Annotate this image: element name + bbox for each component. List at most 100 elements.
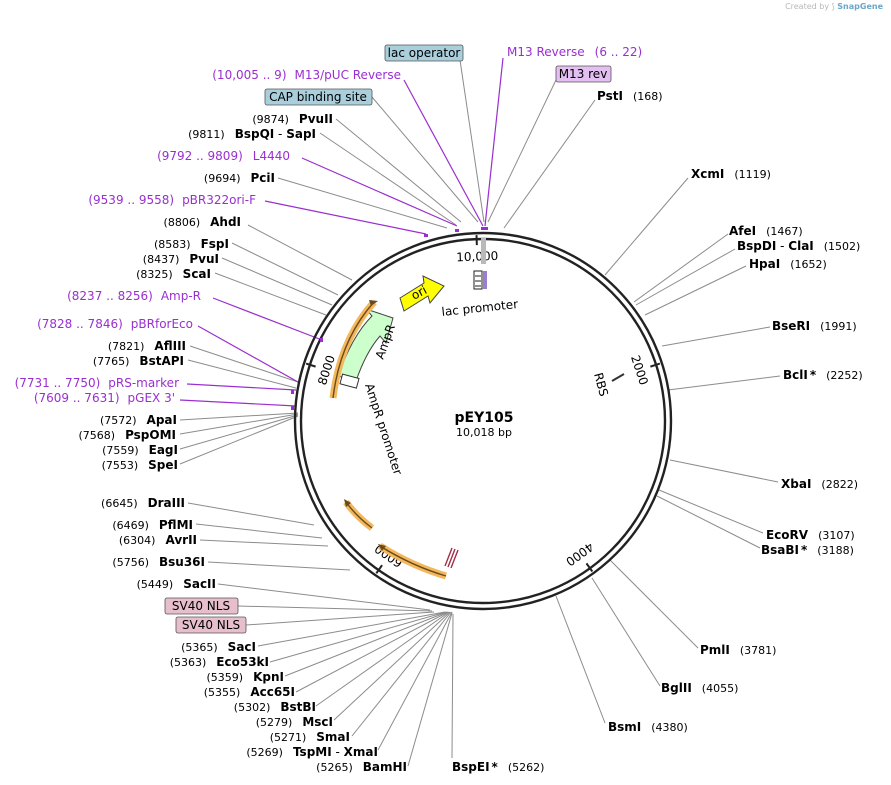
primer-m13-reverse: M13 Reverse(6 .. 22) — [507, 45, 642, 59]
leader-bsabi — [656, 495, 761, 549]
leader-pbrforeco — [197, 325, 299, 383]
m13-rev-box: M13 rev — [559, 67, 608, 81]
leader-afei — [633, 233, 729, 303]
site-bsmi: BsmI(4380) — [608, 720, 688, 734]
leader-bglii — [591, 577, 661, 687]
site-ecorv: EcoRV(3107) — [766, 528, 855, 542]
site-bamhi: (5265)BamHI — [316, 760, 407, 774]
primer-amp-r: (8237 .. 8256)Amp-R — [67, 289, 201, 303]
site-kpni: (5359)KpnI — [207, 670, 284, 684]
site-tspmi: (5269)TspMI - XmaI — [246, 745, 378, 759]
lac-promoter-marks — [473, 238, 487, 290]
site-afliii: (7821)AflIII — [108, 339, 186, 353]
leader-bstbi — [315, 611, 450, 707]
leader-eagi — [179, 414, 299, 450]
site-xbai: XbaI(2822) — [781, 477, 858, 491]
leader-bspqi — [319, 132, 457, 226]
left-restriction-sites: (9874)PvuII(9811)BspQI - SapI(9694)PciI(… — [78, 112, 407, 774]
credit-prefix: Created by — [785, 2, 830, 11]
site-eagi: (7559)EagI — [102, 443, 178, 457]
leader-psti — [503, 99, 596, 229]
tick-label: 2000 — [628, 353, 651, 386]
site-apai: (7572)ApaI — [100, 413, 177, 427]
leader-pbr322ori — [264, 200, 427, 235]
site-pvui: (8437)PvuI — [143, 252, 219, 266]
leader-msci — [333, 611, 451, 721]
leader-pvui — [221, 257, 333, 306]
leader-lines — [179, 57, 781, 767]
site-psti: PstI(168) — [597, 89, 663, 103]
leader-tspmi — [377, 611, 453, 751]
site-bspei: BspEI*(5262) — [452, 760, 544, 774]
primer-marks — [291, 227, 488, 410]
leader-eco53ki — [269, 611, 447, 663]
primer-pbrforeco: (7828 .. 7846)pBRforEco — [37, 317, 193, 331]
leader-bstapi — [187, 359, 297, 389]
site-sacii: (5449)SacII — [137, 577, 216, 591]
site-bglii: BglII(4055) — [661, 681, 738, 695]
ori-label: ori — [409, 283, 429, 303]
leader-spei — [179, 415, 299, 465]
leader-smai — [351, 611, 452, 737]
leader-cap-site — [371, 96, 479, 223]
boxed-labels: lac operator M13 rev CAP binding site SV… — [164, 44, 612, 634]
sv40-nls-box-1: SV40 NLS — [172, 599, 230, 613]
leader-acc65i — [295, 611, 449, 693]
site-avrii: (6304)AvrII — [119, 533, 197, 547]
plasmid-name: pEY105 — [455, 410, 514, 426]
leader-pflmi — [195, 523, 323, 539]
tick-label: 4000 — [563, 539, 596, 568]
leader-pgex — [179, 399, 297, 407]
snapgene-credit: Created by ⟆ SnapGene — [785, 2, 883, 11]
leader-ampr-primer — [212, 297, 323, 341]
site-afei: AfeI(1467) — [729, 224, 803, 238]
site-saci: (5365)SacI — [181, 640, 256, 654]
site-msci: (5279)MscI — [256, 715, 333, 729]
sv40-nls-box-2: SV40 NLS — [182, 618, 240, 632]
leader-kpni — [284, 611, 448, 677]
orange-features — [329, 299, 447, 580]
site-bsabi: BsaBI*(3188) — [761, 543, 854, 557]
leader-scai — [214, 272, 327, 316]
primer-pgex-3: (7609 .. 7631)pGEX 3' — [34, 391, 175, 405]
leader-apai — [179, 412, 299, 421]
snapgene-logo-icon: ⟆ — [831, 2, 835, 11]
tick-label: 10,000 — [456, 249, 498, 264]
site-pflmi: (6469)PflMI — [112, 518, 193, 532]
leader-hpai — [644, 265, 747, 316]
primer-pbr322ori-f: (9539 .. 9558)pBR322ori-F — [88, 193, 256, 207]
leader-sacii — [217, 583, 431, 611]
site-pmli: PmlI(3781) — [700, 643, 776, 657]
leader-bsmi — [555, 595, 606, 724]
tick-mark — [650, 362, 661, 368]
site-bstbi: (5302)BstBI — [234, 700, 316, 714]
sv40-marks — [444, 547, 459, 569]
rbs-label: RBS — [591, 371, 611, 398]
leader-lac-operator — [459, 59, 485, 223]
leader-m13-reverse — [484, 57, 504, 227]
leader-bseri — [661, 326, 771, 347]
site-pvuii: (9874)PvuII — [252, 112, 333, 126]
leader-fspi — [231, 242, 339, 296]
leader-m13rev — [487, 79, 557, 223]
ori-feature: ori — [399, 275, 445, 312]
site-bsu36i: (5756)Bsu36I — [112, 555, 205, 569]
leader-sv40-2 — [245, 611, 435, 626]
plasmid-size: 10,018 bp — [456, 426, 512, 439]
leader-bamhi — [407, 612, 453, 767]
leader-sv40-1 — [237, 605, 433, 612]
leader-xcmi — [604, 177, 689, 276]
site-xcmi: XcmI(1119) — [691, 167, 771, 181]
leader-draiii — [187, 502, 315, 526]
leader-ecorv — [658, 489, 764, 534]
primer-m13puc-reverse: (10,005 .. 9)M13/pUC Reverse — [212, 68, 401, 82]
right-restriction-sites: PstI(168)XcmI(1119)AfeI(1467)BspDI - Cla… — [452, 89, 863, 774]
leader-bcli — [667, 375, 781, 391]
lac-promoter-label: lac promoter — [441, 297, 519, 319]
site-ahdi: (8806)AhdI — [164, 215, 241, 229]
credit-brand: SnapGene — [837, 2, 883, 11]
leader-saci — [257, 611, 446, 647]
leader-ahdi — [247, 224, 353, 281]
primer-prs-marker: (7731 .. 7750)pRS-marker — [15, 376, 179, 390]
